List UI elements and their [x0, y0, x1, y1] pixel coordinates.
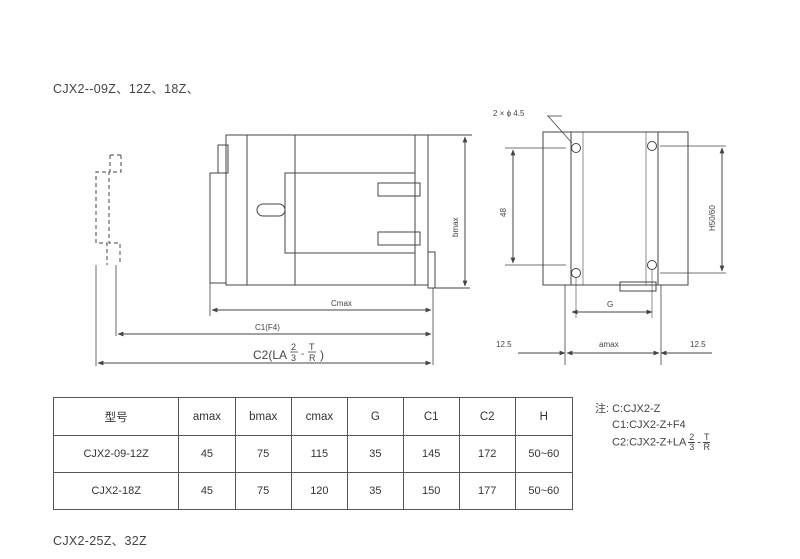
svg-text:-: -: [301, 349, 304, 360]
table-cell: 177: [458, 472, 516, 510]
note-line-2: C1:CJX2-Z+F4: [612, 419, 686, 431]
table-cell: 35: [346, 472, 404, 510]
table-cell: 115: [290, 435, 348, 473]
mounting-hole: [647, 260, 657, 270]
header-cell: 型号: [52, 397, 180, 436]
margin-right-label: 12.5: [690, 340, 706, 349]
svg-text:R: R: [309, 353, 316, 363]
table-cell: 75: [234, 435, 292, 473]
top-title: CJX2--09Z、12Z、18Z、: [53, 82, 200, 96]
amax-label: amax: [599, 340, 619, 349]
bmax-label: bmax: [451, 217, 460, 237]
svg-text:3: 3: [291, 353, 296, 363]
contactor-side-view: [209, 134, 472, 289]
c1-label: C1(F4): [255, 323, 280, 332]
c2-label: C2(LA 2 3 - T R ): [253, 342, 324, 363]
table-cell: 75: [234, 472, 292, 510]
h-label: H50/60: [708, 205, 717, 231]
mounting-hole: [647, 141, 657, 151]
table-cell: 50~60: [514, 435, 574, 473]
svg-text:2: 2: [291, 342, 296, 352]
svg-text:T: T: [309, 342, 315, 352]
table-cell: CJX2-18Z: [52, 472, 180, 510]
dashed-side-profile: [95, 154, 122, 265]
table-cell: 50~60: [514, 472, 574, 510]
header-cell: H: [514, 397, 574, 436]
spec-table: 型号 amax bmax cmax G C1 C2 H CJX2-09-12Z …: [52, 397, 574, 510]
svg-text:): ): [320, 348, 324, 362]
mounting-hole: [571, 143, 581, 153]
note-line-1: 注: C:CJX2-Z: [595, 403, 661, 415]
header-cell: amax: [178, 397, 236, 436]
header-cell: G: [346, 397, 404, 436]
dim-48-label: 48: [499, 208, 508, 217]
table-cell: CJX2-09-12Z: [52, 435, 180, 473]
table-cell: 35: [346, 435, 404, 473]
table-row: CJX2-09-12Z 45 75 115 35 145 172 50~60: [52, 435, 574, 473]
g-label: G: [607, 300, 613, 309]
hole-label: 2 × ϕ 4.5: [493, 109, 525, 118]
header-cell: cmax: [290, 397, 348, 436]
table-cell: 45: [178, 435, 236, 473]
cmax-label: Cmax: [331, 299, 352, 308]
table-header-row: 型号 amax bmax cmax G C1 C2 H: [52, 397, 574, 436]
front-view: [542, 131, 689, 365]
header-cell: bmax: [234, 397, 292, 436]
note-line-3-text: C2:CJX2-Z+LA: [612, 436, 687, 449]
table-cell: 172: [458, 435, 516, 473]
table-cell: 120: [290, 472, 348, 510]
header-cell: C1: [402, 397, 460, 436]
table-row: CJX2-18Z 45 75 120 35 150 177 50~60: [52, 472, 574, 510]
margin-left-label: 12.5: [496, 340, 512, 349]
table-cell: 150: [402, 472, 460, 510]
table-cell: 145: [402, 435, 460, 473]
table-cell: 45: [178, 472, 236, 510]
header-cell: C2: [458, 397, 516, 436]
mounting-hole: [571, 268, 581, 278]
bottom-title: CJX2-25Z、32Z: [53, 534, 147, 548]
svg-text:C2(LA: C2(LA: [253, 348, 287, 362]
